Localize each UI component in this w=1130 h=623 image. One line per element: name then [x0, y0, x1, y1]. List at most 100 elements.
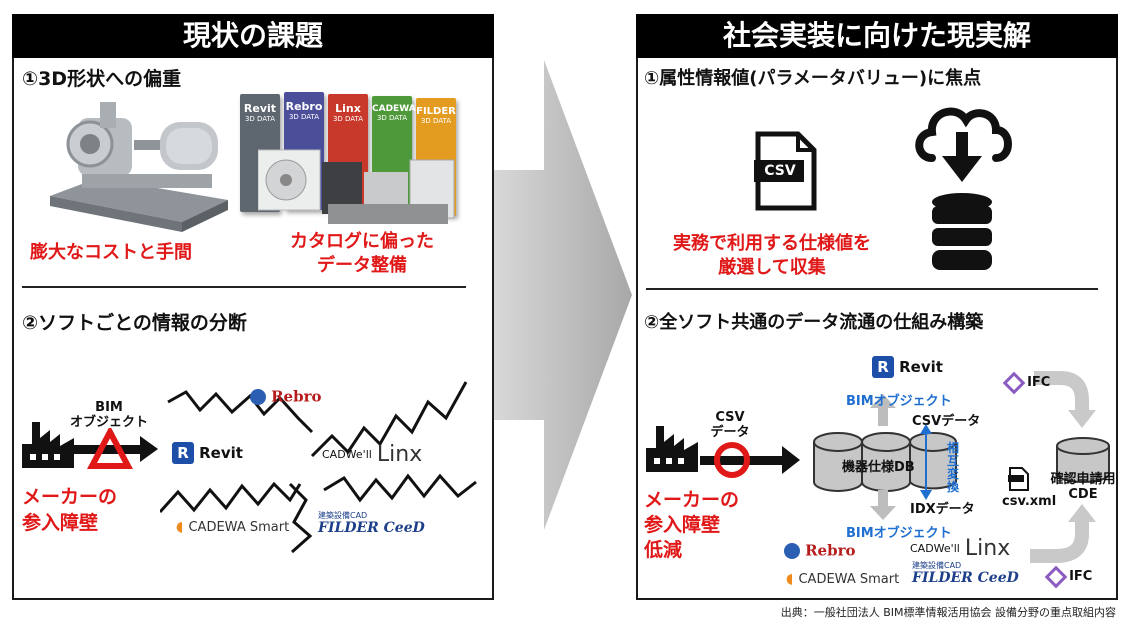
cadewa-icon: ◖: [176, 519, 184, 535]
left-divider: [22, 286, 466, 288]
barrier-reduce-caption: メーカーの 参入障壁 低減: [644, 488, 739, 563]
bim-label-line1: BIM: [95, 400, 123, 415]
cadwell-label: CADWe'll: [322, 448, 372, 461]
logo-revit-left: R Revit: [172, 442, 243, 464]
barrier-line2: 参入障壁: [22, 512, 99, 534]
factory-icon-right: [646, 426, 698, 472]
csv-label-line1: CSV: [715, 410, 745, 425]
mutual-conversion-arrow: [920, 424, 932, 500]
cde-cylinder: [1056, 437, 1110, 483]
cadewa-icon: ◖: [786, 571, 794, 587]
ifc-icon: [1044, 565, 1068, 588]
mutual-line3: 変: [946, 467, 959, 481]
rebro-icon: [250, 388, 266, 405]
book-subtitle: 3D DATA: [420, 117, 452, 125]
logo-cadwell-right: CADWe'll Linx: [910, 536, 1010, 561]
right-divider: [646, 288, 1098, 290]
source-caption: 出典：一般社団法人 BIM標準情報活用協会 設備分野の重点取組内容: [780, 606, 1116, 619]
transition-arrow: [494, 60, 632, 530]
bim-object-top: BIMオブジェクト: [846, 394, 952, 409]
revit-icon: R: [872, 356, 894, 378]
ifc-icon: [1002, 371, 1026, 394]
right-section2-title: ②全ソフト共通のデータ流通の仕組み構築: [644, 312, 984, 333]
barrier-caption: メーカーの 参入障壁: [22, 484, 117, 536]
mutual-line1: 相: [946, 441, 959, 455]
bim-object-bottom: BIMオブジェクト: [846, 526, 952, 541]
ifc-top-logo: IFC: [1002, 371, 1051, 394]
csv-file-icon: [754, 131, 817, 211]
book-title: Rebro: [285, 100, 323, 113]
open-flow-arrow: [700, 442, 800, 478]
filder-small-label: 建築設備CAD: [912, 561, 962, 570]
barrier-line1: メーカーの: [22, 486, 118, 508]
bim-object-label: BIM オブジェクト: [64, 400, 154, 430]
left-section1-title: ①3D形状への偏重: [22, 68, 182, 90]
right-caption-line2: 厳選して収集: [718, 257, 826, 278]
pump-image: [50, 102, 228, 232]
filder-small-label: 建築設備CAD: [318, 511, 368, 520]
caption-cost: 膨大なコストと手間: [30, 242, 192, 263]
logo-revit-right: R Revit: [872, 356, 943, 378]
csv-icon-label: CSV: [764, 163, 796, 179]
barrier-reduce-line1: メーカーの: [644, 489, 740, 511]
revit-icon: R: [172, 442, 194, 464]
caption-catalog: カタログに偏った データ整備: [262, 230, 462, 278]
cadewa-label: CADEWA Smart: [188, 520, 290, 535]
right-panel-header: 社会実装に向けた現実解: [636, 14, 1118, 58]
factory-icon: [22, 422, 74, 468]
right-caption-line1: 実務で利用する仕様値を: [673, 233, 871, 254]
caption-catalog-line2: データ整備: [317, 255, 407, 276]
barrier-reduce-line3: 低減: [644, 539, 683, 561]
linx-label: Linx: [964, 536, 1011, 561]
blocked-arrow: [70, 428, 158, 469]
logo-cadwell-left: CADWe'll Linx: [322, 442, 422, 467]
cde-line2: CDE: [1068, 487, 1098, 502]
equipment-cluster: [258, 149, 455, 224]
caption-catalog-line1: カタログに偏った: [290, 231, 434, 252]
csv-data-label: CSVデータ: [912, 414, 981, 429]
left-section2-title: ②ソフトごとの情報の分断: [22, 312, 247, 334]
gray-down-arrow: [870, 490, 896, 520]
logo-cadewa-left: ◖ CADEWA Smart: [176, 516, 289, 535]
revit-label: Revit: [199, 444, 243, 462]
cloud-download-icon: [915, 107, 1012, 182]
bim-label-line2: オブジェクト: [69, 415, 148, 430]
gray-up-arrow: [870, 394, 896, 426]
cde-label: 確認申請用 CDE: [1044, 472, 1122, 502]
logo-cadewa-right: ◖ CADEWA Smart: [786, 568, 899, 587]
rebro-label: Rebro: [271, 387, 322, 406]
rebro-icon: [784, 542, 800, 559]
equipment-db-cylinders: [813, 432, 957, 492]
filder-label: FILDER CeeD: [912, 570, 1019, 586]
book-title: CADEWA: [372, 104, 416, 114]
ifc-label: IFC: [1027, 375, 1051, 390]
book-title: Revit: [243, 102, 277, 115]
logo-rebro-right: Rebro: [784, 540, 856, 560]
book-subtitle: 3D DATA: [288, 113, 320, 121]
book-title: Linx: [335, 102, 361, 115]
logo-rebro-left: Rebro: [250, 386, 322, 406]
fragmentation-zigzags: [160, 381, 477, 554]
right-section1-title: ①属性情報値(パラメータバリュー)に焦点: [644, 68, 982, 89]
csv-xml-icon: [1008, 467, 1029, 491]
revit-label: Revit: [899, 358, 943, 376]
left-panel-header: 現状の課題: [12, 14, 494, 58]
ifc-flow-curves: [1030, 371, 1096, 563]
rebro-label: Rebro: [805, 541, 856, 560]
database-icon: [932, 193, 992, 270]
barrier-reduce-line2: 参入障壁: [644, 514, 721, 536]
equipment-db-label: 機器仕様DB: [842, 460, 915, 475]
ifc-label: IFC: [1069, 569, 1093, 584]
ifc-bottom-logo: IFC: [1044, 565, 1093, 588]
linx-label: Linx: [376, 442, 423, 467]
book-subtitle: 3D DATA: [244, 115, 276, 123]
filder-label: FILDER CeeD: [318, 520, 425, 536]
book-title: FILDER: [416, 106, 456, 117]
logo-filder-left: 建築設備CAD FILDER CeeD: [318, 510, 425, 536]
csv-data-label-left: CSV データ: [698, 410, 762, 440]
logo-filder-right: 建築設備CAD FILDER CeeD: [912, 560, 1019, 586]
mutual-line4: 換: [946, 480, 959, 494]
mutual-conversion-label: 相 互 変 換: [938, 442, 968, 494]
book-subtitle: 3D DATA: [332, 115, 364, 123]
right-panel: [636, 14, 1118, 600]
